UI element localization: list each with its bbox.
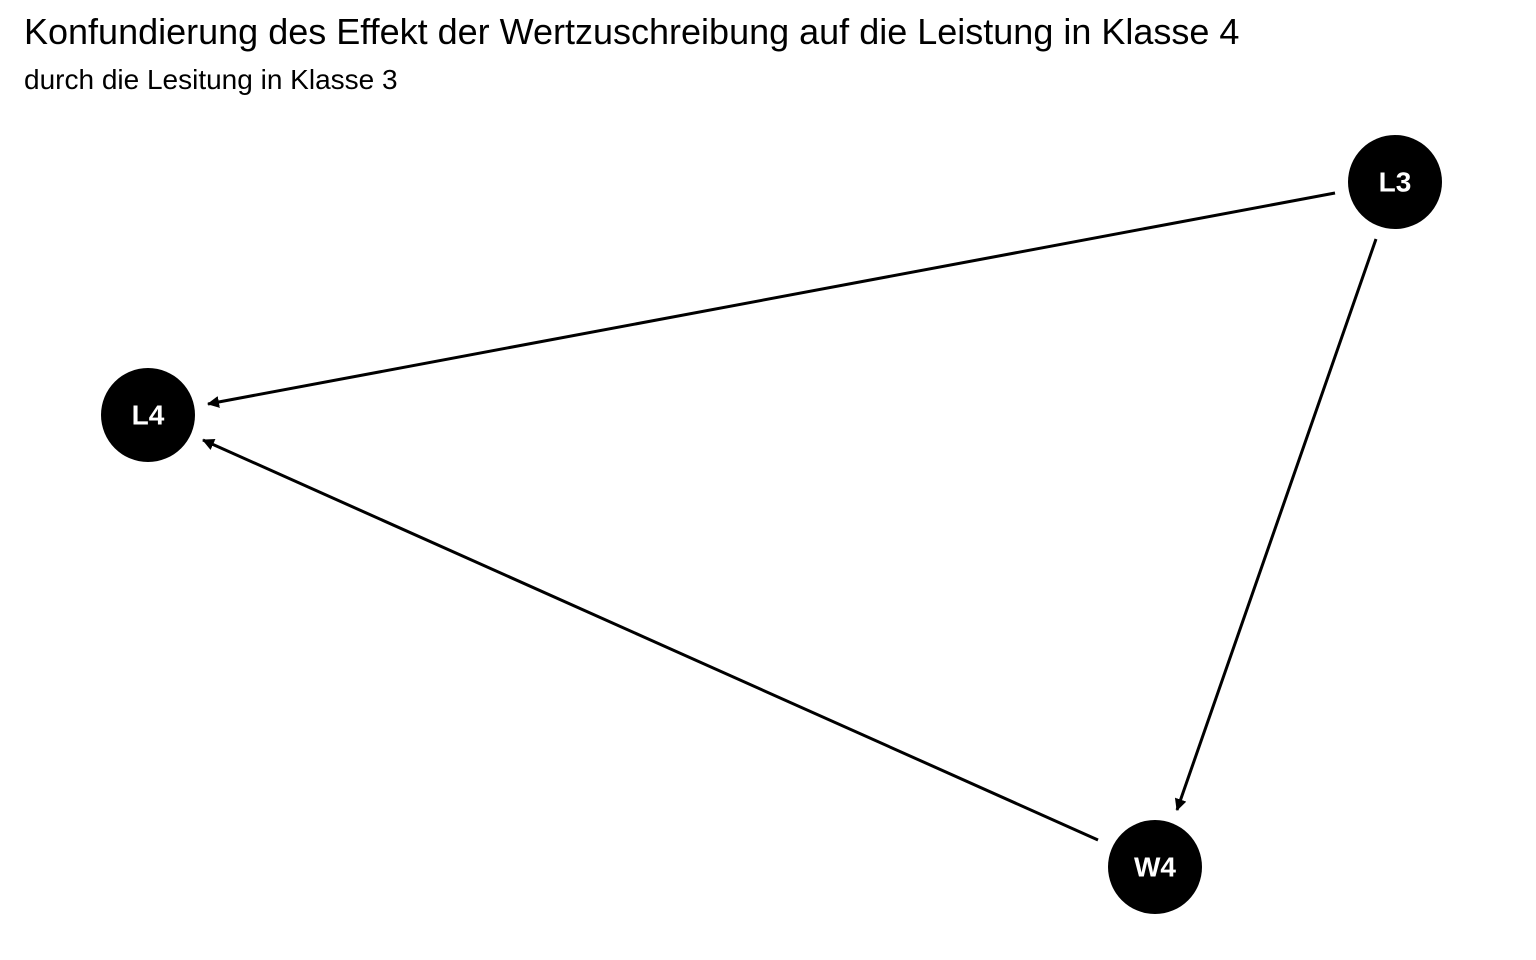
- edge-l3-to-l4: [207, 191, 1336, 408]
- node-l4-label: L4: [132, 400, 165, 431]
- nodes-layer: L3 L4 W4: [101, 135, 1442, 914]
- node-l4-circle: [101, 368, 195, 462]
- node-l3-label: L3: [1379, 167, 1412, 198]
- node-l3: L3: [1348, 135, 1442, 229]
- diagram-title: Konfundierung des Effekt der Wertzuschre…: [24, 11, 1240, 52]
- node-l3-circle: [1348, 135, 1442, 229]
- node-w4-label: W4: [1134, 852, 1176, 883]
- node-w4-circle: [1108, 820, 1202, 914]
- node-l4: L4: [101, 368, 195, 462]
- edges-layer: [202, 191, 1378, 842]
- edge-w4-to-l4: [202, 438, 1099, 842]
- edge-l3-to-w4: [1174, 238, 1378, 811]
- node-w4: W4: [1108, 820, 1202, 914]
- diagram-subtitle: durch die Lesitung in Klasse 3: [24, 64, 398, 95]
